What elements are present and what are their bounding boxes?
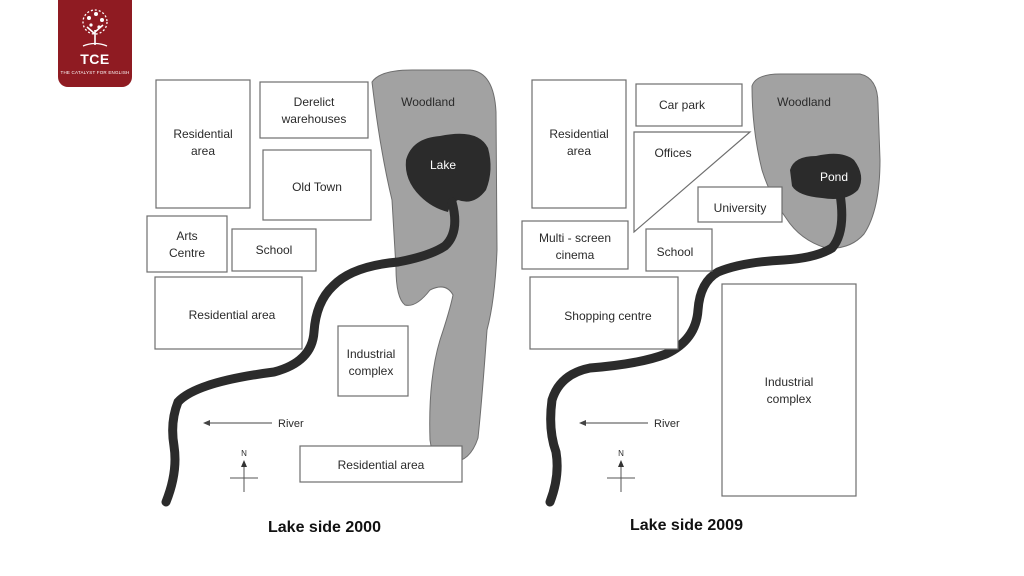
multi-screen-cinema-label-line1: Multi - screen — [539, 231, 611, 245]
river-label-2000: River — [278, 418, 304, 430]
arts-centre-2000 — [146, 215, 228, 273]
north-arrow-2000 — [230, 460, 258, 492]
multi-screen-cinema-2009 — [521, 220, 629, 270]
school-2009-label: School — [657, 245, 694, 259]
university-label: University — [714, 201, 767, 215]
industrial-complex-2009-label-line2: complex — [767, 392, 812, 406]
industrial-complex-label-line2: complex — [349, 364, 394, 378]
river-arrow-2009 — [579, 420, 648, 426]
pond-label: Pond — [820, 170, 848, 184]
derelict-warehouses-2000 — [259, 81, 369, 139]
university-2009 — [697, 186, 783, 223]
tree-icon — [82, 9, 108, 47]
residential-area-south-2000 — [299, 445, 463, 483]
river-2009 — [545, 189, 847, 507]
river-2000 — [161, 197, 460, 507]
residential-area-nw-label-line2: area — [191, 144, 215, 158]
shopping-centre-2009 — [529, 276, 679, 350]
caption-2009: Lake side 2009 — [630, 517, 743, 534]
north-label-2000: N — [241, 449, 247, 458]
caption-2000: Lake side 2000 — [268, 519, 381, 536]
school-label: School — [256, 243, 293, 257]
old-town-2000 — [262, 149, 372, 221]
residential-area-south-label: Residential area — [338, 458, 425, 472]
car-park-2009 — [635, 83, 743, 127]
residential-area-nw-2000 — [155, 79, 251, 209]
derelict-warehouses-label-line1: Derelict — [294, 95, 335, 109]
residential-area-nw-label-line1: Residential — [173, 127, 232, 141]
pond-2009 — [790, 153, 862, 199]
north-arrow-2009 — [607, 460, 635, 492]
industrial-complex-2009-label-line1: Industrial — [765, 375, 814, 389]
woodland-label-2000: Woodland — [401, 95, 455, 109]
tce-logo: TCE THE CATALYST FOR ENGLISH — [58, 0, 132, 87]
river-arrow-2000 — [203, 420, 272, 426]
river-label-2009: River — [654, 418, 680, 430]
offices-label: Offices — [654, 146, 691, 160]
logo-abbreviation: TCE — [80, 51, 110, 67]
old-town-label: Old Town — [292, 180, 342, 194]
residential-area-2009-label-line1: Residential — [549, 127, 608, 141]
industrial-complex-2000 — [337, 325, 409, 397]
derelict-warehouses-label-line2: warehouses — [281, 112, 347, 126]
offices-2009 — [633, 131, 752, 234]
school-2000 — [231, 228, 317, 272]
shopping-centre-label: Shopping centre — [564, 309, 652, 323]
lake-label: Lake — [430, 158, 456, 172]
residential-area-mid-2000 — [154, 276, 303, 350]
industrial-complex-2009 — [721, 283, 857, 497]
woodland-label-2009: Woodland — [777, 95, 831, 109]
north-label-2009: N — [618, 449, 624, 458]
residential-area-mid-label: Residential area — [189, 308, 276, 322]
arts-centre-label-line2: Centre — [169, 246, 205, 260]
residential-area-2009-label-line2: area — [567, 144, 591, 158]
industrial-complex-label-line1: Industrial — [347, 347, 396, 361]
school-2009 — [645, 228, 713, 272]
arts-centre-label-line1: Arts — [176, 229, 197, 243]
car-park-label: Car park — [659, 98, 706, 112]
lake-2000 — [405, 133, 491, 212]
residential-area-2009 — [531, 79, 627, 209]
multi-screen-cinema-label-line2: cinema — [556, 248, 595, 262]
logo-tagline: THE CATALYST FOR ENGLISH — [60, 70, 130, 75]
